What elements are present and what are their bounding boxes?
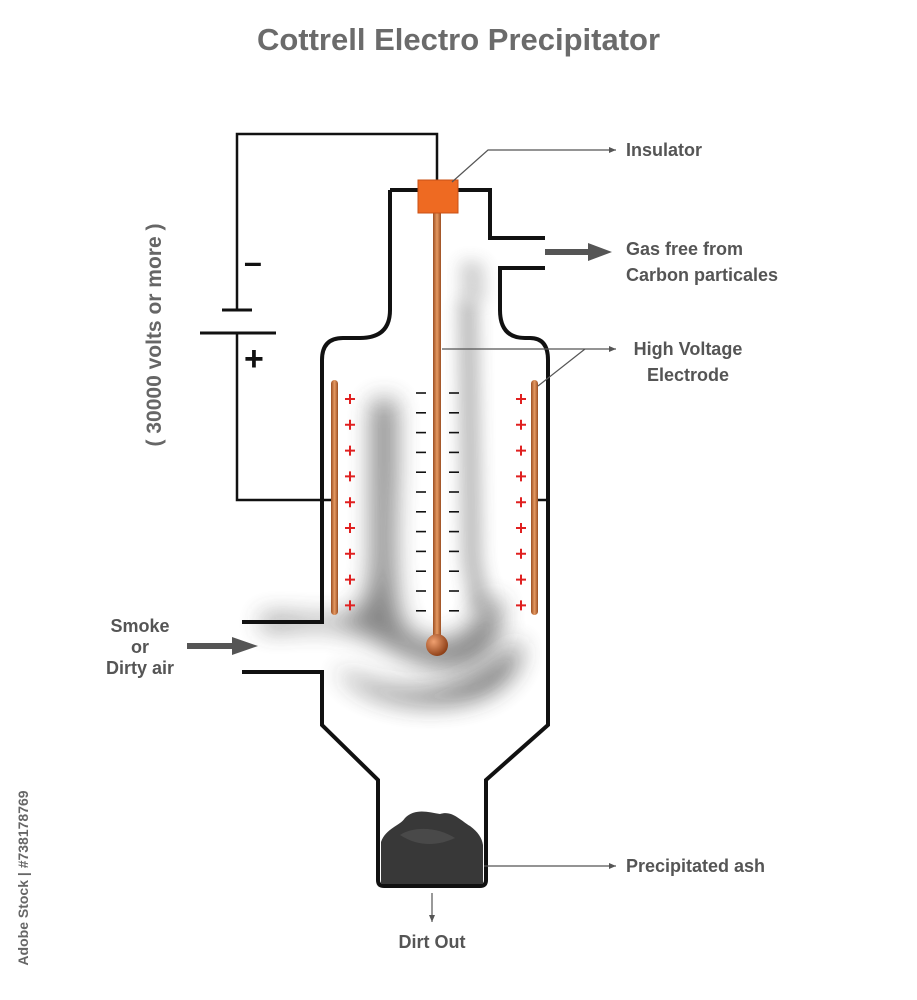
plus-sign — [516, 600, 526, 611]
label-electrode-line1: High Voltage — [633, 339, 743, 359]
leader-lines — [429, 147, 616, 922]
insulator-block — [417, 179, 459, 214]
plus-sign — [516, 471, 526, 482]
label-smoke-line1: Smoke — [110, 616, 170, 636]
plus-sign — [345, 523, 355, 533]
circuit-wire-lower — [235, 333, 332, 502]
label-gas-free: Gas free from Carbon particales — [626, 236, 778, 288]
label-smoke-line2: or — [131, 637, 149, 657]
stock-credit: Adobe Stock | #738178769 — [15, 790, 31, 966]
negative-charges — [416, 392, 459, 612]
plus-sign — [345, 548, 355, 559]
plus-sign — [516, 523, 526, 533]
plus-sign — [345, 394, 355, 404]
precipitator-housing-right-lower — [242, 266, 550, 888]
plus-sign — [516, 445, 526, 456]
plus-sign — [516, 574, 526, 585]
plus-sign — [516, 497, 526, 508]
battery-symbol — [200, 308, 276, 335]
high-voltage-electrode-rod — [433, 210, 441, 640]
collecting-plate-left — [331, 380, 338, 615]
label-smoke-line3: Dirty air — [105, 658, 175, 678]
plus-sign — [345, 471, 355, 482]
label-gas-free-line1: Gas free from — [626, 239, 744, 259]
smoke-in-arrow — [187, 637, 258, 655]
precipitator-housing-right — [458, 188, 545, 240]
label-insulator: Insulator — [626, 137, 702, 163]
diagram-title: Cottrell Electro Precipitator — [256, 22, 661, 57]
label-precipitated-ash: Precipitated ash — [626, 853, 765, 879]
label-voltage: ( 30000 volts or more ) — [143, 223, 166, 447]
label-gas-free-line2: Carbon particales — [626, 265, 779, 285]
precipitated-ash — [381, 811, 483, 884]
plus-sign — [516, 394, 526, 404]
label-smoke: Smoke or Dirty air — [90, 616, 190, 679]
label-electrode: High Voltage Electrode — [614, 336, 762, 388]
battery-plus-sign: + — [244, 340, 264, 378]
label-dirt-out-text: Dirt Out — [398, 932, 466, 952]
collecting-plate-right — [531, 380, 538, 615]
battery-minus-sign: – — [244, 244, 262, 280]
label-electrode-line2: Electrode — [646, 365, 730, 385]
plus-sign — [345, 497, 355, 508]
label-ash-text: Precipitated ash — [626, 856, 766, 876]
plus-sign — [345, 419, 355, 430]
label-dirt-out: Dirt Out — [372, 929, 492, 955]
plus-sign — [345, 574, 355, 585]
precipitator-housing — [242, 190, 392, 624]
gas-out-arrow — [545, 243, 612, 261]
plus-sign — [345, 600, 355, 611]
positive-charges-right — [516, 394, 526, 611]
plus-sign — [345, 445, 355, 456]
label-insulator-text: Insulator — [626, 140, 703, 160]
circuit-wire — [235, 132, 439, 310]
plus-sign — [516, 419, 526, 430]
positive-charges-left — [345, 394, 355, 611]
electrode-ball — [426, 634, 448, 656]
plus-sign — [516, 548, 526, 559]
smoke-plume — [262, 260, 521, 705]
